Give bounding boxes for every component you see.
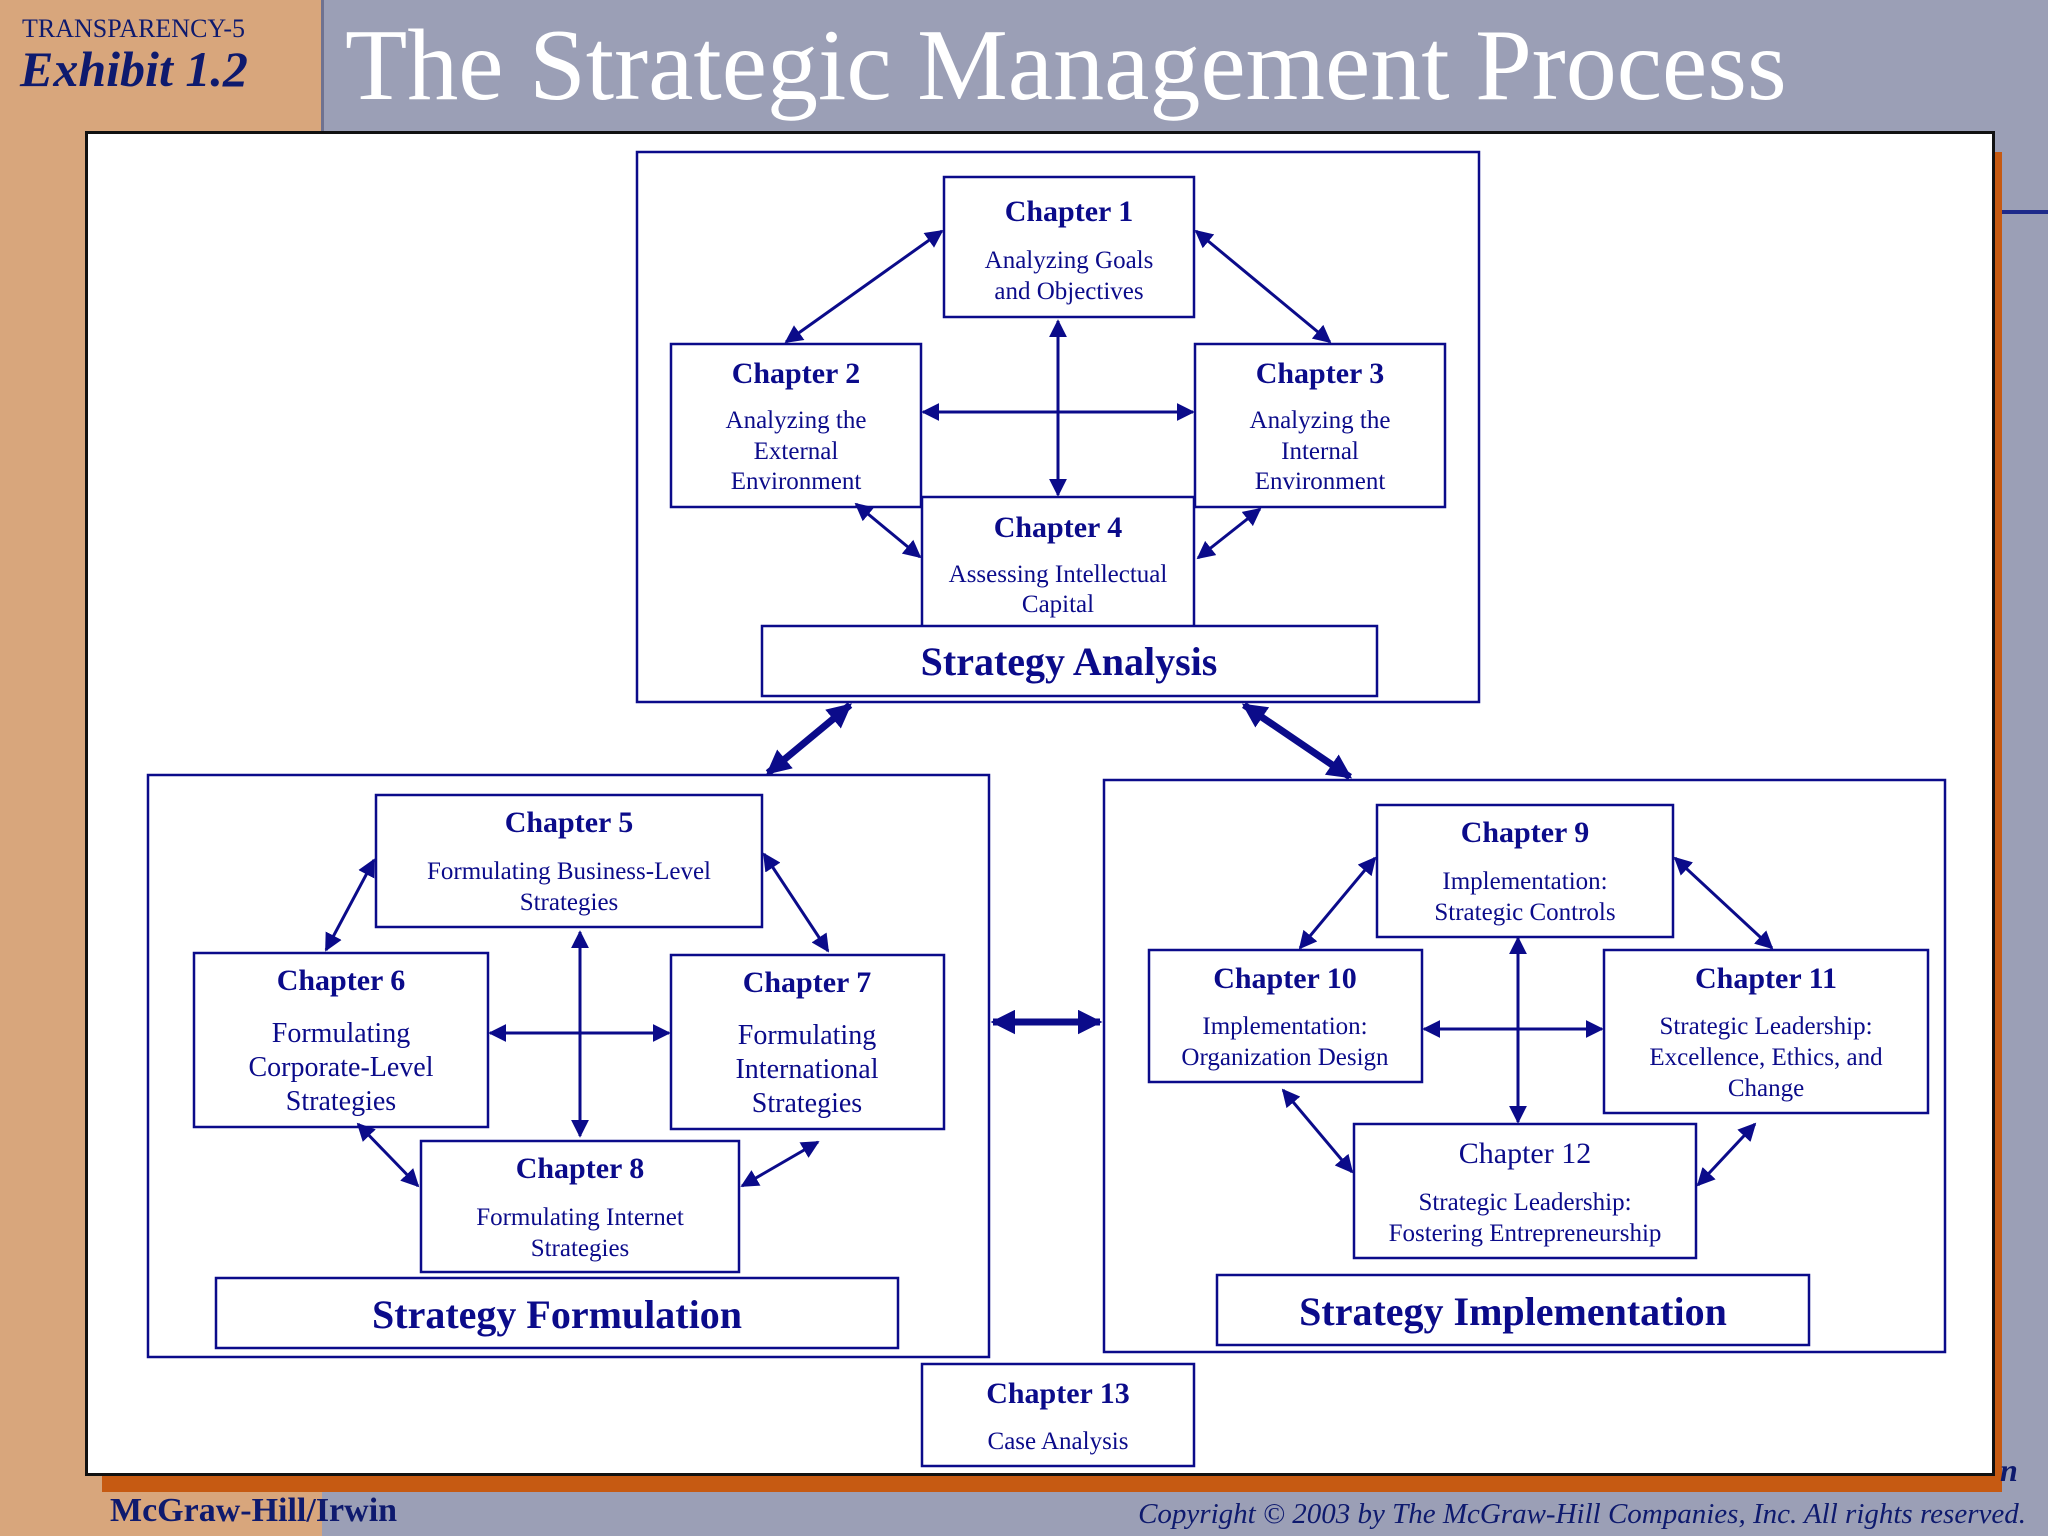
chapter-10-desc-1: Implementation:: [1202, 1013, 1367, 1040]
arrow-ch11-ch12: [1696, 1122, 1757, 1187]
chapter-3-desc-3: Environment: [1255, 468, 1386, 495]
strategy-implementation-banner: Strategy Implementation: [1215, 1273, 1811, 1347]
analysis-group: [635, 150, 1481, 704]
chapter-8-label: Chapter 8: [516, 1152, 645, 1185]
arrow-ch7-ch8: [740, 1140, 820, 1188]
chapter-7-desc-1: Formulating: [738, 1020, 876, 1051]
implementation-group: [1102, 778, 1947, 1354]
arrow-analysis-formulation: [765, 702, 853, 776]
arrow-ch6-ch8: [356, 1122, 420, 1188]
publisher-brand: McGraw-Hill/Irwin: [110, 1492, 398, 1529]
chapter-6-desc-3: Strategies: [286, 1086, 396, 1117]
chapter-1-label: Chapter 1: [1005, 195, 1134, 228]
chapter-4-desc-1: Assessing Intellectual: [949, 561, 1168, 588]
chapter-5-desc-2: Strategies: [520, 889, 619, 916]
chapter-10-box: Chapter 10 Implementation: Organization …: [1147, 948, 1424, 1084]
chapter-13-desc-1: Case Analysis: [988, 1428, 1129, 1455]
chapter-12-box: Chapter 12 Strategic Leadership: Fosteri…: [1352, 1122, 1698, 1260]
arrow-ch2-ch4: [854, 502, 922, 559]
chapter-2-desc-1: Analyzing the: [726, 407, 867, 434]
chapter-5-box: Chapter 5 Formulating Business-Level Str…: [374, 793, 764, 929]
chapter-12-label: Chapter 12: [1459, 1137, 1591, 1170]
chapter-7-desc-3: Strategies: [752, 1088, 862, 1119]
strategy-implementation-label: Strategy Implementation: [1299, 1289, 1727, 1334]
chapter-2-desc-3: Environment: [731, 468, 862, 495]
strategy-analysis-label: Strategy Analysis: [921, 639, 1218, 684]
chapter-11-desc-3: Change: [1728, 1075, 1804, 1102]
formulation-group: [146, 773, 991, 1359]
chapter-1-desc-1: Analyzing Goals: [985, 247, 1154, 274]
chapter-8-desc-2: Strategies: [531, 1235, 630, 1262]
slide-title: The Strategic Management Process: [345, 9, 1787, 122]
chapter-3-desc-2: Internal: [1281, 438, 1359, 465]
arrow-ch9-ch10: [1298, 856, 1377, 950]
chapter-13-label: Chapter 13: [986, 1377, 1130, 1410]
chapter-9-desc-1: Implementation:: [1442, 868, 1607, 895]
chapter-5-label: Chapter 5: [505, 806, 634, 839]
chapter-10-desc-2: Organization Design: [1181, 1044, 1389, 1071]
transparency-label: TRANSPARENCY-5: [22, 14, 245, 43]
arrow-ch1-ch3: [1194, 229, 1332, 344]
chapter-9-label: Chapter 9: [1461, 816, 1590, 849]
chapter-4-desc-2: Capital: [1022, 591, 1094, 618]
chapter-6-desc-1: Formulating: [272, 1018, 410, 1049]
chapter-13-box: Chapter 13 Case Analysis: [920, 1362, 1196, 1468]
chapter-3-box: Chapter 3 Analyzing the Internal Environ…: [1193, 342, 1447, 509]
arrow-ch3-ch4: [1196, 507, 1262, 560]
header-divider: [321, 0, 324, 132]
chapter-8-box: Chapter 8 Formulating Internet Strategie…: [419, 1139, 741, 1274]
title-band: [322, 0, 2048, 132]
chapter-10-label: Chapter 10: [1213, 962, 1357, 995]
chapter-11-desc-2: Excellence, Ethics, and: [1649, 1044, 1883, 1071]
chapter-4-box: Chapter 4 Assessing Intellectual Capital: [920, 495, 1196, 633]
arrow-analysis-implementation: [1241, 702, 1353, 780]
arrow-ch9-ch11: [1673, 856, 1774, 950]
arrow-ch5-ch6: [324, 858, 376, 952]
chapter-6-desc-2: Corporate-Level: [248, 1052, 433, 1083]
arrow-ch1-ch2: [784, 229, 944, 344]
chapter-7-box: Chapter 7 Formulating International Stra…: [669, 953, 946, 1131]
chapter-3-desc-1: Analyzing the: [1250, 407, 1391, 434]
chapter-6-label: Chapter 6: [277, 964, 406, 997]
chapter-5-desc-1: Formulating Business-Level: [427, 858, 711, 885]
exhibit-label: Exhibit 1.2: [20, 41, 248, 97]
arrow-ch5-ch7: [762, 852, 830, 953]
strategy-formulation-banner: Strategy Formulation: [214, 1276, 900, 1350]
chapter-9-desc-2: Strategic Controls: [1434, 899, 1615, 926]
strategy-analysis-banner: Strategy Analysis: [760, 624, 1379, 698]
chapter-1-box: Chapter 1 Analyzing Goals and Objectives: [942, 175, 1196, 319]
chapter-8-desc-1: Formulating Internet: [476, 1204, 684, 1231]
chapter-12-desc-2: Fostering Entrepreneurship: [1389, 1220, 1662, 1247]
chapter-11-box: Chapter 11 Strategic Leadership: Excelle…: [1602, 948, 1930, 1115]
arrow-ch10-ch12: [1281, 1088, 1354, 1174]
chapter-2-desc-2: External: [754, 438, 839, 465]
chapter-2-box: Chapter 2 Analyzing the External Environ…: [669, 342, 923, 509]
chapter-7-desc-2: International: [735, 1054, 878, 1085]
chapter-1-desc-2: and Objectives: [994, 278, 1143, 305]
copyright-notice: Copyright © 2003 by The McGraw-Hill Comp…: [1138, 1498, 2026, 1530]
chapter-11-desc-1: Strategic Leadership:: [1659, 1013, 1872, 1040]
chapter-11-label: Chapter 11: [1695, 962, 1837, 995]
chapter-6-box: Chapter 6 Formulating Corporate-Level St…: [192, 951, 490, 1129]
chapter-4-label: Chapter 4: [994, 511, 1123, 544]
strategy-formulation-label: Strategy Formulation: [372, 1292, 742, 1337]
chapter-3-label: Chapter 3: [1256, 357, 1385, 390]
corner-mark: n: [2000, 1452, 2018, 1488]
chapter-2-label: Chapter 2: [732, 357, 861, 390]
chapter-12-desc-1: Strategic Leadership:: [1418, 1189, 1631, 1216]
chapter-7-label: Chapter 7: [743, 966, 872, 999]
chapter-9-box: Chapter 9 Implementation: Strategic Cont…: [1375, 803, 1675, 939]
